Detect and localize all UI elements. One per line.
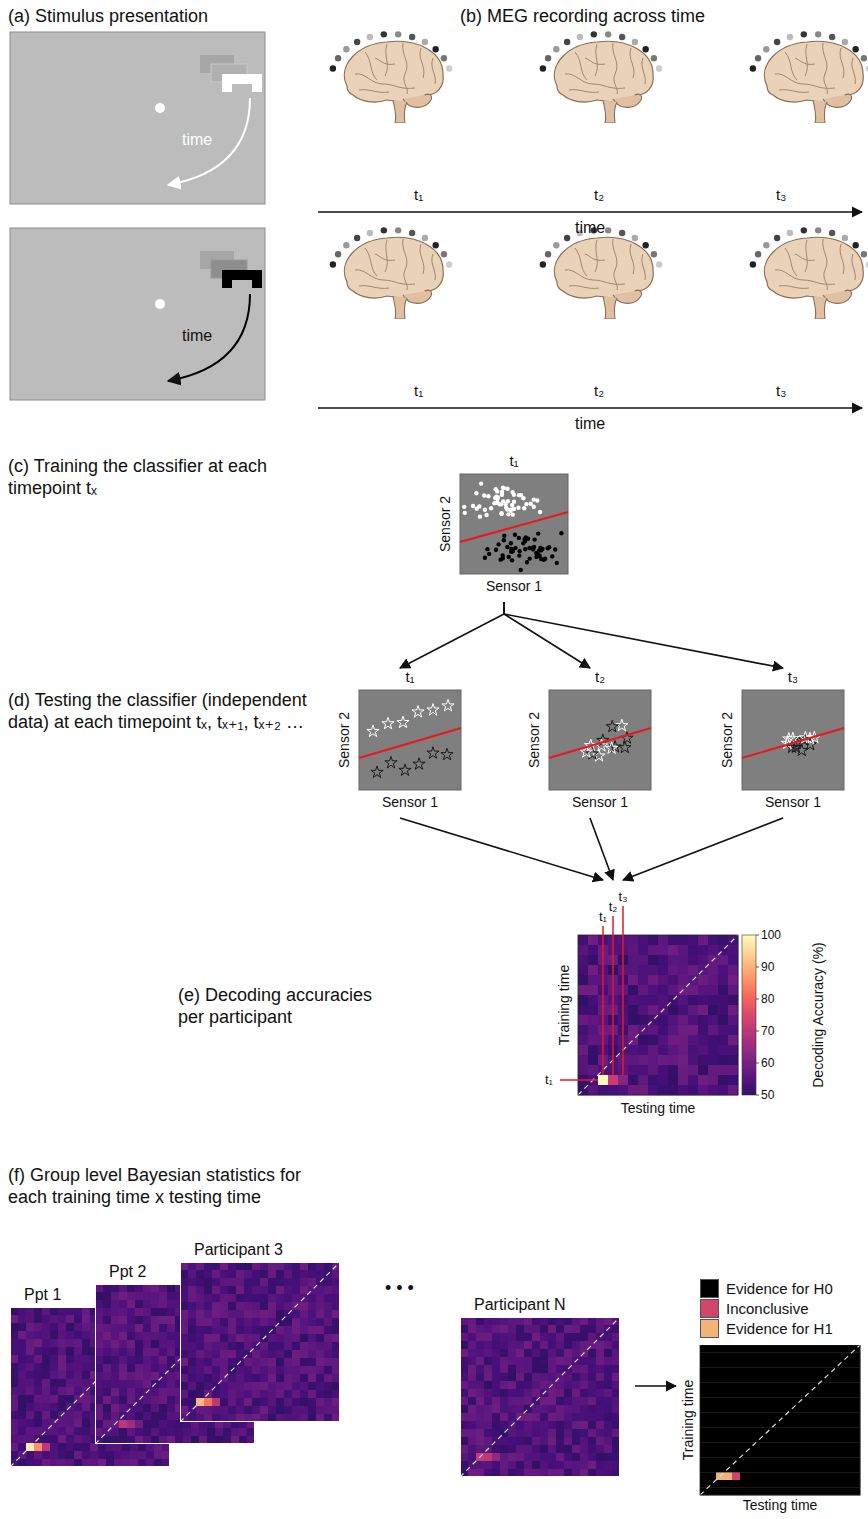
annotation-label: time <box>182 326 212 345</box>
legend: Evidence for H0 InconclusiveEvidence for … <box>700 1278 833 1338</box>
annotation-label: 60 <box>761 1056 774 1070</box>
annotation-label: t₂ <box>594 382 604 400</box>
annotation-label: time <box>182 130 212 149</box>
legend-item: Evidence for H1 <box>700 1318 833 1338</box>
axis-label: Testing time <box>743 1497 818 1514</box>
annotation-label: 90 <box>761 960 774 974</box>
timepoint-title: t₂ <box>595 668 605 686</box>
panel-heading: (e) Decoding accuracies per participant <box>178 985 393 1028</box>
annotation-label: 70 <box>761 1024 774 1038</box>
annotation-label: t₃ <box>776 186 786 204</box>
axis-label: Sensor 1 <box>382 794 438 811</box>
heatmap <box>460 1295 635 1477</box>
axis-label: Training time <box>556 965 573 1045</box>
annotation-label: t₂ <box>609 899 618 915</box>
stimulus-screen <box>10 32 265 204</box>
decoding-matrix: Training timeTesting time <box>555 880 740 1130</box>
connector-arrow <box>504 602 590 668</box>
legend-swatch <box>700 1299 719 1318</box>
timepoint-title: t₁ <box>509 452 518 470</box>
legend-item: Evidence for H0 <box>700 1278 833 1298</box>
legend-swatch <box>700 1319 719 1338</box>
panel-heading: (d) Testing the classifier (independent … <box>8 690 308 733</box>
legend-swatch <box>700 1279 719 1298</box>
annotation-label: 100 <box>761 928 781 942</box>
participant-title: Participant N <box>474 1295 566 1314</box>
participant-title: Participant 3 <box>194 1240 283 1259</box>
time-axis <box>318 212 862 408</box>
connector-arrow <box>590 818 613 880</box>
connector-arrow <box>400 602 504 668</box>
annotation-label: (b) MEG recording across time <box>460 6 705 28</box>
legend-text: Evidence for H0 <box>726 1280 833 1297</box>
decoding-matrix: Participant N <box>460 1295 635 1477</box>
annotation-label: (a) Stimulus presentation <box>8 6 208 28</box>
axis-label: Sensor 1 <box>486 578 542 595</box>
annotation-label: t₃ <box>619 889 628 905</box>
connector-arrow <box>504 602 783 668</box>
participant-title: Ppt 1 <box>24 1285 61 1304</box>
scatter-panel: t₂ Sensor 2 Sensor 1 <box>525 668 655 818</box>
annotation-label: t₁ <box>599 909 607 925</box>
annotation-label: Decoding Accuracy (%) <box>810 942 827 1088</box>
scatter-panel: t₁ Sensor 2 Sensor 1 <box>335 668 465 818</box>
stimulus-screen <box>10 228 265 400</box>
colorbar <box>742 935 756 1095</box>
annotation-label: time <box>575 414 605 433</box>
meg-brain <box>330 31 868 319</box>
annotation-label: t₃ <box>776 382 786 400</box>
heatmap <box>555 880 740 1130</box>
heatmap <box>676 1345 862 1515</box>
connector-arrow <box>623 818 783 880</box>
axis-label: Sensor 2 <box>437 496 454 552</box>
legend-text: Evidence for H1 <box>726 1320 833 1337</box>
axis-label: Training time <box>680 1380 697 1460</box>
annotation-label: • • • <box>385 1278 414 1300</box>
axis-label: Sensor 2 <box>336 712 353 768</box>
annotation-label: t₁ <box>414 382 423 400</box>
connector-arrow <box>635 1385 676 1387</box>
legend-text: Inconclusive <box>726 1300 809 1317</box>
annotation-label: 50 <box>761 1088 774 1102</box>
heatmap <box>180 1240 340 1422</box>
connector-arrow <box>400 818 603 880</box>
annotation-label: time <box>575 218 605 237</box>
axis-label: Sensor 1 <box>765 794 821 811</box>
decoding-matrix: Participant 3 <box>180 1240 340 1422</box>
panel-heading: (f) Group level Bayesian statistics for … <box>8 1165 308 1208</box>
annotation-label: t₁ <box>545 1072 553 1088</box>
scatter-panel: t₁ Sensor 2 Sensor 1 <box>436 452 572 602</box>
annotation-label: t₂ <box>594 186 604 204</box>
scatter-panel: t₃ Sensor 2 Sensor 1 <box>718 668 848 818</box>
timepoint-title: t₃ <box>788 668 798 686</box>
legend-item: Inconclusive <box>700 1298 833 1318</box>
axis-label: Sensor 2 <box>719 712 736 768</box>
axis-label: Sensor 1 <box>572 794 628 811</box>
axis-label: Testing time <box>621 1100 696 1117</box>
axis-label: Sensor 2 <box>526 712 543 768</box>
decoding-matrix: Training timeTesting time <box>676 1345 862 1515</box>
annotation-label: t₁ <box>414 186 423 204</box>
panel-heading: (c) Training the classifier at each time… <box>8 456 308 499</box>
annotation-label: 80 <box>761 992 774 1006</box>
participant-title: Ppt 2 <box>109 1262 146 1281</box>
timepoint-title: t₁ <box>405 668 414 686</box>
colorbar-ticks <box>756 935 759 1095</box>
